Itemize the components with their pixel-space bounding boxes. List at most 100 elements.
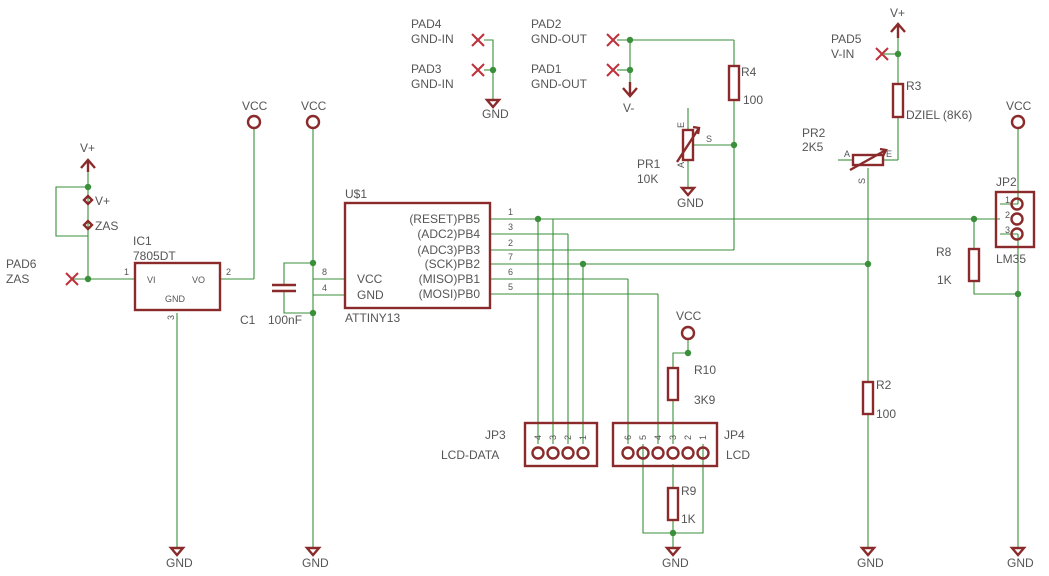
svg-text:JP4: JP4 (724, 428, 745, 442)
svg-text:PR1: PR1 (637, 157, 661, 171)
jp3-pin (546, 446, 560, 460)
pad2: PAD2 GND-OUT (531, 17, 620, 47)
svg-text:C1: C1 (240, 313, 256, 327)
gnd-symbol: GND (1007, 546, 1034, 570)
svg-text:7: 7 (508, 252, 513, 262)
svg-text:V+: V+ (890, 6, 905, 20)
svg-text:VO: VO (192, 275, 205, 285)
svg-text:2: 2 (226, 267, 231, 277)
attiny13-chip: U$1 ATTINY13 VCC GND 8 4 (RESET)PB5 (ADC… (322, 187, 513, 325)
svg-text:VCC: VCC (676, 309, 702, 323)
gnd-symbol: GND (166, 546, 193, 570)
gnd-symbol: GND (302, 546, 329, 570)
svg-text:(RESET)PB5: (RESET)PB5 (409, 212, 480, 226)
svg-text:PAD5: PAD5 (831, 32, 862, 46)
svg-text:2: 2 (508, 238, 513, 248)
junction-dot (970, 215, 978, 223)
svg-text:PR2: PR2 (802, 126, 826, 140)
junction-dot (626, 36, 634, 44)
svg-text:GND: GND (1007, 556, 1034, 570)
svg-text:4: 4 (533, 435, 543, 440)
junction-dot (684, 349, 692, 357)
svg-text:GND: GND (166, 556, 193, 570)
svg-text:R9: R9 (681, 484, 697, 498)
svg-text:5: 5 (638, 435, 648, 440)
connector-jp2: JP2 LM35 1 2 3 (994, 175, 1036, 266)
svg-text:2: 2 (683, 435, 693, 440)
svg-text:V-IN: V-IN (831, 47, 854, 61)
vcc-symbol: VCC (242, 99, 268, 130)
svg-text:DZIEL (8K6): DZIEL (8K6) (906, 108, 972, 122)
junction-dot (1014, 290, 1022, 298)
svg-text:100: 100 (743, 93, 763, 107)
resistor-r2: R2 100 (861, 378, 896, 421)
trimmer-pr1: PR1 10K S E A (637, 122, 712, 186)
svg-text:R3: R3 (906, 79, 922, 93)
svg-text:(ADC2)PB4: (ADC2)PB4 (417, 227, 480, 241)
pad1: PAD1 GND-OUT (531, 62, 620, 91)
svg-text:S: S (857, 178, 867, 184)
svg-text:GND: GND (165, 294, 186, 304)
jp3-pin (561, 446, 575, 460)
svg-text:(MOSI)PB0: (MOSI)PB0 (419, 287, 481, 301)
junction-dot (534, 215, 542, 223)
svg-text:1: 1 (578, 435, 588, 440)
svg-text:JP2: JP2 (996, 175, 1017, 189)
pad5: PAD5 V-IN (831, 32, 889, 61)
svg-text:1: 1 (508, 207, 513, 217)
junction-dot (894, 50, 902, 58)
svg-text:4: 4 (653, 435, 663, 440)
resistor-r9: R9 1K (666, 484, 697, 526)
svg-text:GND: GND (302, 556, 329, 570)
svg-text:1K: 1K (937, 273, 952, 287)
gnd-symbol: GND (677, 186, 704, 210)
svg-text:3: 3 (668, 435, 678, 440)
svg-text:(SCK)PB2: (SCK)PB2 (425, 257, 481, 271)
jp3-pin (531, 446, 545, 460)
trimmer-pr2: PR2 2K5 A E S (802, 126, 892, 184)
resistor-r10: R10 3K9 (666, 363, 716, 407)
svg-text:3K9: 3K9 (694, 393, 716, 407)
svg-text:GND: GND (662, 556, 689, 570)
jp4-pin (696, 446, 710, 460)
svg-text:IC1: IC1 (133, 234, 152, 248)
svg-text:VCC: VCC (1006, 99, 1032, 113)
svg-text:100nF: 100nF (268, 313, 302, 327)
svg-text:ATTINY13: ATTINY13 (345, 311, 400, 325)
svg-text:PAD4: PAD4 (411, 17, 442, 31)
jp3-pin (576, 446, 590, 460)
vplus-net-label: V+ (82, 194, 110, 208)
junction-dot (730, 141, 738, 149)
svg-text:V+: V+ (80, 141, 95, 155)
svg-text:JP3: JP3 (485, 428, 506, 442)
svg-text:PAD3: PAD3 (411, 62, 442, 76)
svg-text:GND-IN: GND-IN (411, 32, 454, 46)
svg-text:2K5: 2K5 (802, 140, 824, 154)
vminus-symbol: V- (622, 82, 638, 115)
svg-text:U$1: U$1 (345, 187, 367, 201)
gnd-symbol: GND (482, 98, 509, 121)
resistor-r4: R4 100 (727, 64, 763, 107)
vplus-symbol: V+ (890, 6, 906, 38)
junction-dot (864, 260, 872, 268)
svg-text:2: 2 (563, 435, 573, 440)
svg-text:7805DT: 7805DT (133, 249, 176, 263)
jp2-pin (1010, 197, 1024, 211)
svg-text:GND: GND (857, 556, 884, 570)
svg-text:1: 1 (1005, 195, 1010, 205)
svg-text:S: S (706, 134, 712, 144)
pad4: PAD4 GND-IN (411, 17, 485, 47)
vcc-symbol: VCC (301, 99, 327, 130)
svg-text:PAD2: PAD2 (531, 17, 562, 31)
svg-text:GND: GND (677, 196, 704, 210)
vcc-symbol: VCC (676, 309, 702, 341)
svg-text:A: A (844, 149, 850, 159)
svg-text:4: 4 (322, 283, 327, 293)
svg-text:(MISO)PB1: (MISO)PB1 (419, 272, 481, 286)
junction-dot (84, 275, 92, 283)
jp2-pin (1010, 227, 1024, 241)
svg-text:R4: R4 (741, 65, 757, 79)
svg-text:3: 3 (548, 435, 558, 440)
svg-text:GND: GND (357, 288, 384, 302)
zas-net-label: ZAS (82, 219, 118, 233)
